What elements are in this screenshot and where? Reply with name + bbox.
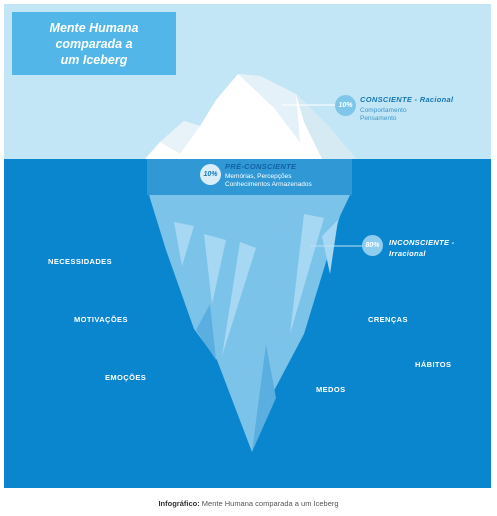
unconscious-title: INCONSCIENTE - Irracional <box>389 238 455 258</box>
title-box: Mente Humana comparada a um Iceberg <box>12 12 176 75</box>
iceberg-facet <box>322 220 338 274</box>
conscious-title: CONSCIENTE - Racional <box>360 95 454 104</box>
pre-conscious-percent: 10% <box>200 164 221 185</box>
word-crencas: CRENÇAS <box>368 315 408 324</box>
iceberg-tip-shade <box>238 74 300 142</box>
iceberg-tip <box>145 74 356 159</box>
word-necessidades: NECESSIDADES <box>48 257 112 266</box>
pre-conscious-band <box>147 159 352 195</box>
iceberg-illustration <box>145 74 364 452</box>
caption-text: Mente Humana comparada a um Iceberg <box>201 499 339 508</box>
conscious-description: Comportamento Pensamento <box>360 107 407 122</box>
iceberg-facet <box>290 214 324 334</box>
conscious-percent: 10% <box>335 95 356 116</box>
pre-conscious-title: PRÉ-CONSCIENTE <box>225 162 297 171</box>
iceberg-facet <box>174 222 194 266</box>
unconscious-percent: 80% <box>362 235 383 256</box>
pre-conscious-description: Memórias, Percepções Conhecimentos Armaz… <box>225 173 312 188</box>
iceberg-facet-dark <box>252 344 276 452</box>
iceberg-tip-shade <box>160 121 200 154</box>
word-motivacoes: MOTIVAÇÕES <box>74 315 128 324</box>
caption-label: Infográfico: <box>158 499 200 508</box>
word-habitos: HÁBITOS <box>415 360 452 369</box>
infographic-title: Mente Humana comparada a um Iceberg <box>49 20 139 67</box>
word-medos: MEDOS <box>316 385 346 394</box>
iceberg-facet <box>204 234 226 304</box>
iceberg-tip-shade <box>296 94 356 159</box>
word-emocoes: EMOÇÕES <box>105 373 147 382</box>
figure-caption: Infográfico: Mente Humana comparada a um… <box>0 499 497 508</box>
iceberg-infographic: Mente Humana comparada a um Iceberg 10% … <box>4 4 491 488</box>
iceberg-facet-dark <box>196 304 216 360</box>
iceberg-facet <box>222 242 256 356</box>
